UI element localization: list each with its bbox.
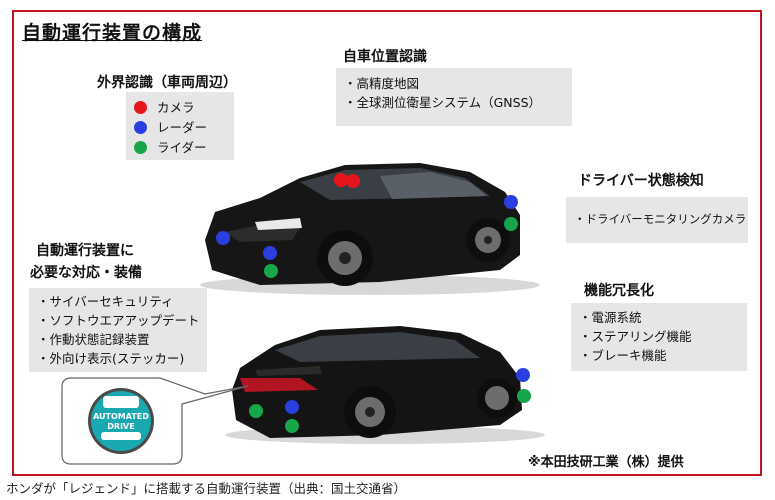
redundancy-item: ・ブレーキ機能 [579,348,667,363]
redundancy-heading: 機能冗長化 [584,283,654,299]
required-equipment-heading-line1: 自動運行装置に [36,243,134,259]
radar-marker-front-left [216,231,230,245]
legend-item-radar: レーダー [134,117,226,137]
driver-monitoring-heading: ドライバー状態検知 [578,173,704,189]
lidar-marker-rear-right [517,389,531,403]
camera-marker-windshield-1 [334,173,348,187]
required-equipment-item: ・作動状態記録装置 [37,332,150,347]
legend-label: レーダー [157,119,208,135]
required-equipment-item: ・外向け表示(ステッカー) [37,351,185,366]
lidar-dot-icon [134,140,147,154]
diagram-title: 自動運行装置の構成 [22,22,203,44]
legend-item-lidar: ライダー [134,137,226,157]
automated-drive-badge-line2: DRIVE [107,422,135,431]
radar-marker-front-right [504,195,518,209]
required-equipment-box: ・サイバーセキュリティ ・ソフトウエアアップデート ・作動状態記録装置 ・外向け… [29,288,207,372]
figure-caption: ホンダが「レジェンド」に搭載する自動運行装置（出典：国土交通省） [6,481,407,496]
front-car-illustration [200,163,540,295]
lidar-marker-front-bumper [264,264,278,278]
self-position-heading: 自車位置認識 [343,49,427,65]
driver-monitoring-box: ・ドライバーモニタリングカメラ [566,197,748,243]
rear-car-illustration [225,326,545,444]
self-position-item: ・全球測位衛星システム（GNSS） [344,95,542,110]
lidar-marker-rear-left [249,404,263,418]
required-equipment-heading-line2: 必要な対応・装備 [30,265,142,281]
self-position-item: ・高精度地図 [344,76,420,91]
radar-marker-rear-right [516,368,530,382]
automated-drive-callout [61,377,249,465]
legend-label: カメラ [157,99,195,115]
lidar-marker-front-right [504,217,518,231]
legend-label: ライダー [157,139,207,155]
sensor-markers [216,173,531,433]
redundancy-item: ・電源系統 [579,310,642,325]
driver-monitoring-item: ・ドライバーモニタリングカメラ [574,212,747,226]
external-recognition-heading: 外界認識（車両周辺） [97,75,237,91]
sensor-legend-box: カメラ レーダー ライダー [126,92,234,160]
legend-item-camera: カメラ [134,97,226,117]
camera-dot-icon [134,100,147,114]
required-equipment-item: ・ソフトウエアアップデート [37,313,200,328]
camera-marker-windshield-2 [346,174,360,188]
lidar-marker-rear-center [285,419,299,433]
radar-marker-rear-center [285,400,299,414]
image-credit: ※本田技研工業（株）提供 [528,455,684,470]
radar-marker-front-bumper [263,246,277,260]
redundancy-box: ・電源系統 ・ステアリング機能 ・ブレーキ機能 [571,303,747,371]
required-equipment-item: ・サイバーセキュリティ [37,294,174,309]
redundancy-item: ・ステアリング機能 [579,329,692,344]
automated-drive-badge-line1: AUTOMATED [93,412,149,421]
self-position-box: ・高精度地図 ・全球測位衛星システム（GNSS） [336,68,572,126]
radar-dot-icon [134,120,147,134]
